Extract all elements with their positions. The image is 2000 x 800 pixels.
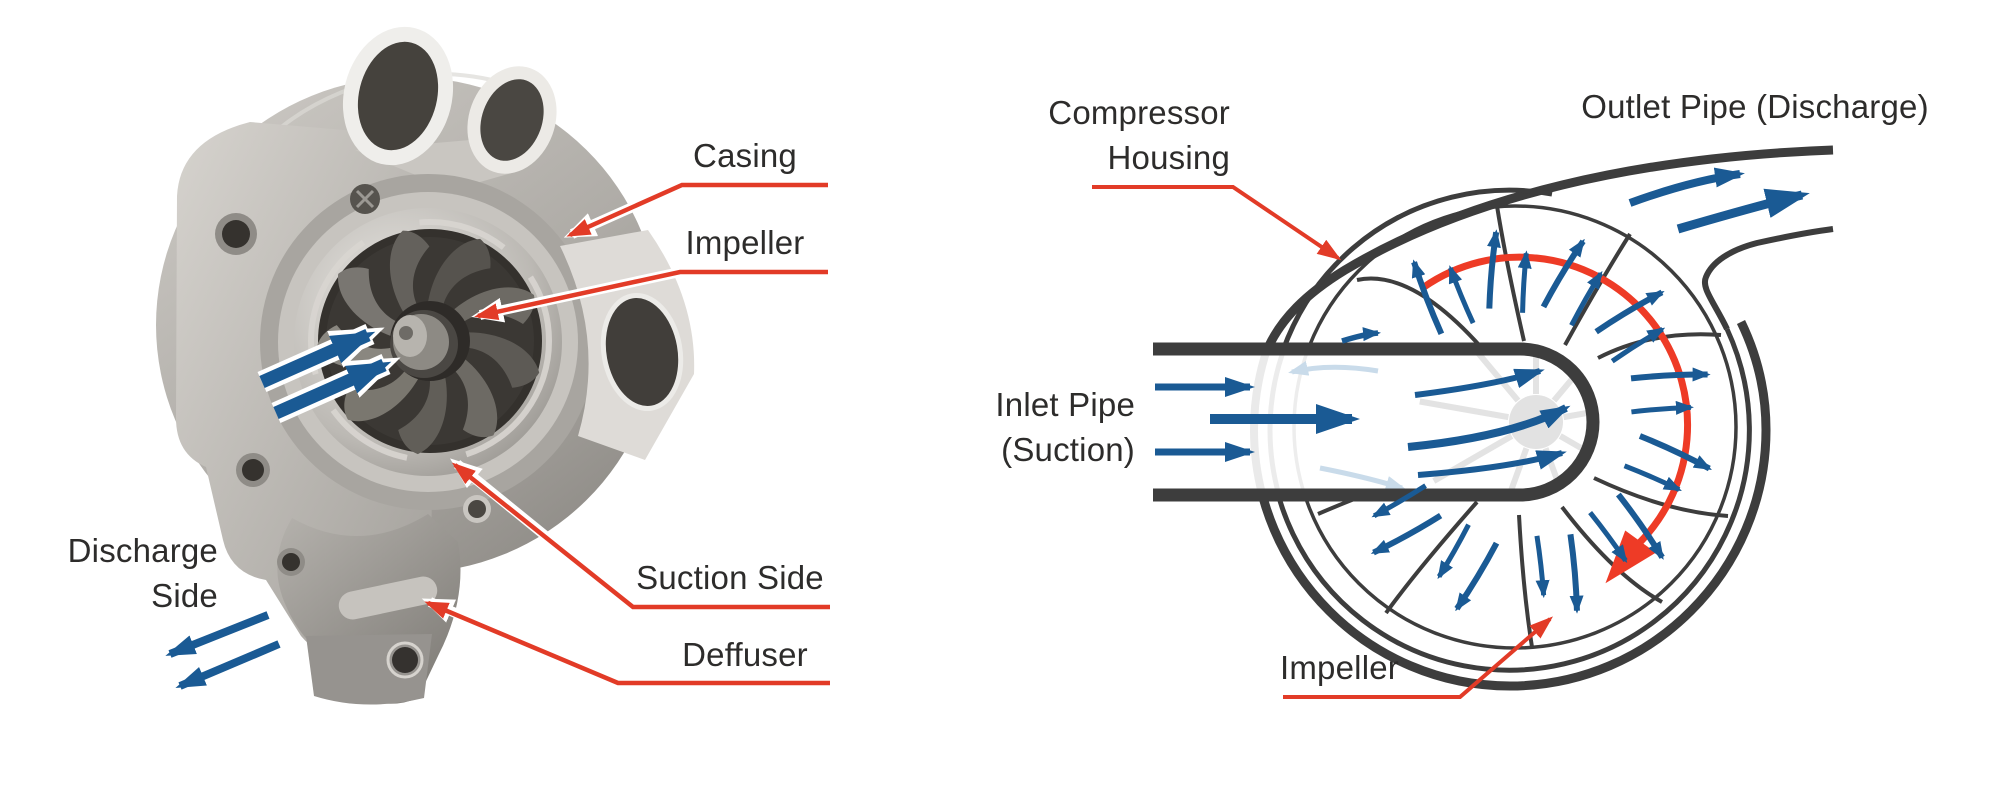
volute-tongue-outlet-wall [1701,226,1834,331]
suction-flow-arrows [257,323,401,424]
discharge-scroll [277,514,461,705]
label-impeller-right: Impeller [1280,649,1399,686]
label-suction-side: Suction Side [636,559,824,596]
label-deffuser: Deffuser [682,636,808,673]
label-inlet-pipe-line1: Inlet Pipe [995,386,1135,423]
schematic-annotation-arrows [1092,185,1554,699]
housing-outer-wall [1249,145,1834,691]
housing-schematic [1092,145,1834,699]
label-inlet-pipe: Inlet Pipe (Suction) [960,382,1135,472]
entry-arrow [1341,327,1381,344]
label-inlet-pipe-line2: (Suction) [1001,431,1135,468]
label-impeller-left: Impeller [685,224,805,261]
radial-flow-arrows [1370,229,1712,614]
inlet-flow-arrows [1155,377,1360,462]
label-discharge-side-line1: Discharge [67,532,218,569]
impeller-hub-nut [390,310,458,378]
outlet-flow-arrows [1628,167,1810,234]
label-casing: Casing [693,137,797,174]
inlet-pipe-walls [1153,342,1600,502]
cutaway-photo [156,26,830,705]
eye-flow-arrows [1407,368,1571,478]
label-discharge-side-line2: Side [151,577,218,614]
label-outlet-pipe: Outlet Pipe (Discharge) [1581,88,1929,125]
housing-inner-wall [1266,187,1752,673]
shroud-ring [308,219,552,463]
discharge-flow-arrows [161,608,282,692]
top-cut-ports [342,26,557,190]
flange-holes [215,184,491,576]
label-compressor-housing-line2: Housing [1107,139,1230,176]
photo-annotation-arrows [421,180,830,688]
label-compressor-housing-line1: Compressor [1048,94,1230,131]
